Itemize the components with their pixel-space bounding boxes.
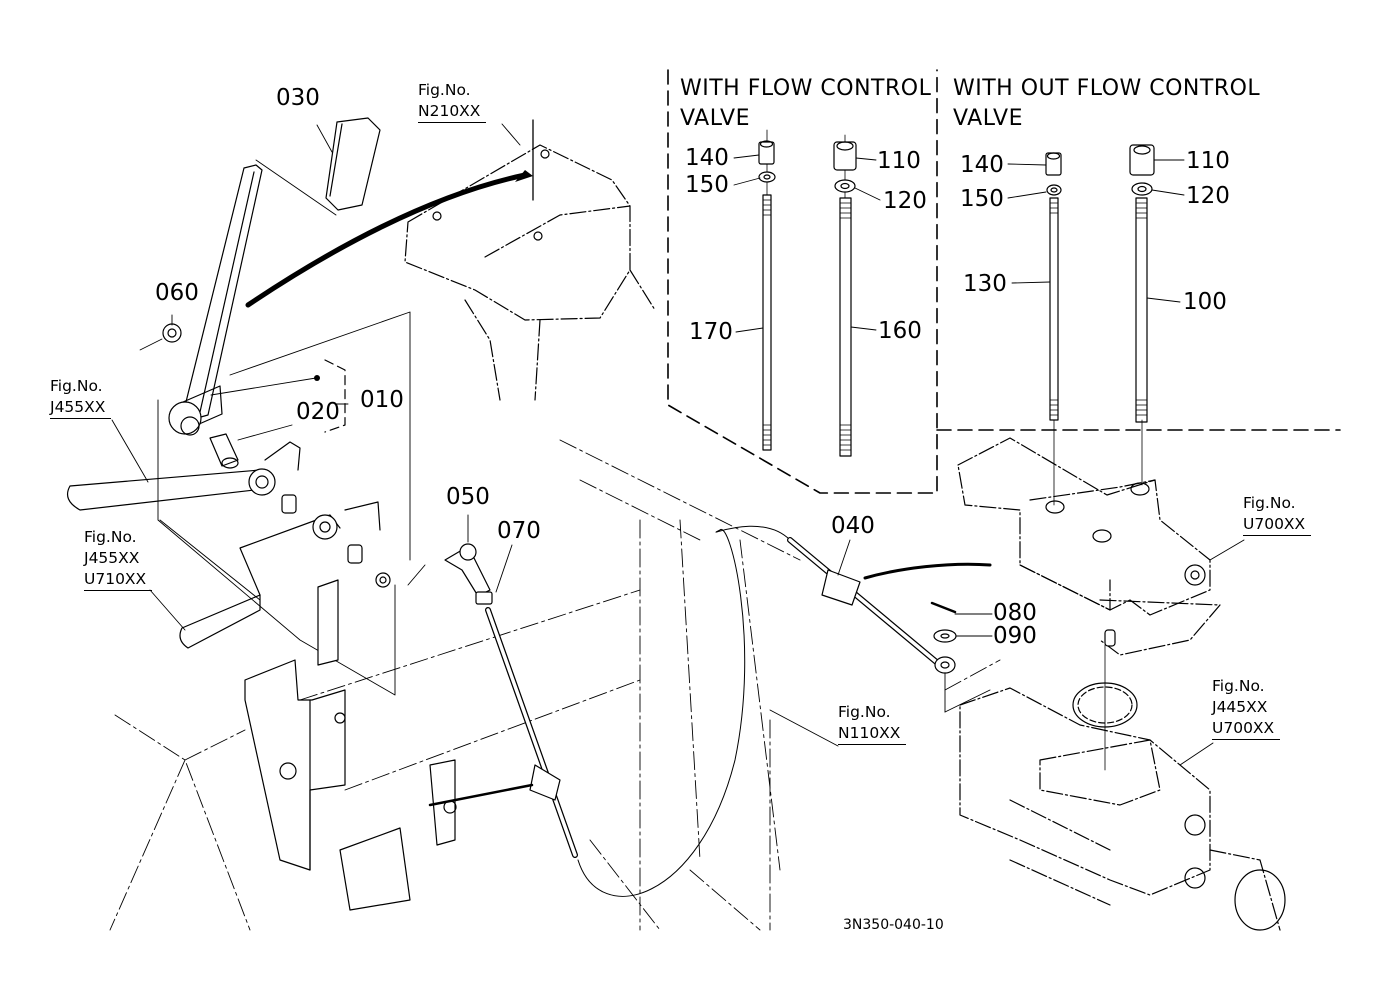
- figure-ref-caption: Fig.No.: [838, 703, 891, 721]
- part-label-010[interactable]: 010: [360, 387, 404, 413]
- figure-ref-caption: Fig.No.: [50, 377, 103, 395]
- leader-lines-bolts: [734, 155, 1184, 332]
- bushing-020: [210, 434, 238, 468]
- part-label-110-with-flow[interactable]: 110: [877, 148, 921, 174]
- part-label-110-without-flow[interactable]: 110: [1186, 148, 1230, 174]
- figure-ref-u700[interactable]: Fig.No. U700XX: [1243, 493, 1312, 536]
- pedal-arm-j455: [68, 442, 300, 510]
- frame-background-lines: [110, 440, 1000, 930]
- cotter-pin-080: [932, 603, 955, 612]
- knob-030: [326, 118, 380, 210]
- washer-090: [934, 630, 956, 642]
- washer-150-wo: [1047, 185, 1061, 195]
- part-label-170[interactable]: 170: [689, 319, 733, 345]
- part-label-140-without-flow[interactable]: 140: [960, 152, 1004, 178]
- figure-ref-code[interactable]: U710XX: [84, 569, 153, 591]
- shift-lever-010: [169, 165, 262, 435]
- nut-140-wo: [1046, 153, 1061, 175]
- figure-ref-n210[interactable]: Fig.No. N210XX: [418, 80, 487, 123]
- valve-block-j445: [960, 688, 1280, 930]
- part-label-040[interactable]: 040: [831, 513, 875, 539]
- cable-motion-arrow: [865, 564, 990, 578]
- figure-ref-j455[interactable]: Fig.No. J455XX: [50, 376, 112, 419]
- part-label-070[interactable]: 070: [497, 518, 541, 544]
- group-bracket-010: [325, 360, 345, 432]
- figure-ref-code[interactable]: U700XX: [1212, 718, 1281, 740]
- part-label-130[interactable]: 130: [963, 271, 1007, 297]
- nut-110-wf: [834, 142, 856, 170]
- part-label-150-with-flow[interactable]: 150: [685, 172, 729, 198]
- figure-ref-code[interactable]: J455XX: [50, 397, 112, 419]
- part-label-150-without-flow[interactable]: 150: [960, 186, 1004, 212]
- nut-140-wf: [759, 141, 774, 164]
- part-label-100[interactable]: 100: [1183, 289, 1227, 315]
- nut-070: [476, 592, 492, 604]
- motion-arrow-head: [515, 170, 533, 182]
- drawing-id: 3N350-040-10: [843, 917, 944, 933]
- bolt-130: [1050, 198, 1058, 420]
- figure-ref-code[interactable]: J445XX: [1212, 697, 1268, 716]
- valve-block-u700: [958, 438, 1220, 655]
- figure-ref-caption: Fig.No.: [84, 528, 137, 546]
- section-title-line1: WITH FLOW CONTROL: [680, 76, 932, 101]
- section-title-line1: WITH OUT FLOW CONTROL: [953, 76, 1261, 101]
- section-frame-with-flow-control: [668, 70, 937, 493]
- part-label-050[interactable]: 050: [446, 484, 490, 510]
- section-title-without-flow-control: WITH OUT FLOW CONTROL VALVE: [953, 74, 1260, 134]
- part-label-160[interactable]: 160: [878, 318, 922, 344]
- cable-arrow: [430, 785, 532, 805]
- part-label-090[interactable]: 090: [993, 623, 1037, 649]
- figure-ref-code[interactable]: U700XX: [1243, 514, 1312, 536]
- figure-ref-j445-u700[interactable]: Fig.No. J445XX U700XX: [1212, 676, 1281, 740]
- section-title-line2: VALVE: [953, 106, 1023, 131]
- section-title-with-flow-control: WITH FLOW CONTROL VALVE: [680, 74, 931, 134]
- small-bushings: [282, 495, 390, 587]
- bolt-170: [763, 195, 771, 450]
- part-label-140-with-flow[interactable]: 140: [685, 145, 729, 171]
- part-label-030[interactable]: 030: [276, 85, 320, 111]
- motion-arrow-lever: [248, 175, 525, 305]
- figure-ref-code[interactable]: N110XX: [838, 723, 907, 745]
- leader-lines-figrefs: [112, 124, 1244, 765]
- figure-ref-caption: Fig.No.: [1243, 494, 1296, 512]
- figure-ref-caption: Fig.No.: [418, 81, 471, 99]
- figure-ref-code[interactable]: N210XX: [418, 101, 487, 123]
- part-label-060[interactable]: 060: [155, 280, 199, 306]
- console-n210: [405, 145, 655, 400]
- figure-ref-j455-u710[interactable]: Fig.No. J455XX U710XX: [84, 527, 153, 591]
- figure-ref-code[interactable]: J455XX: [84, 548, 140, 567]
- nut-110-wo: [1130, 145, 1154, 175]
- leader-lines-cable: [468, 515, 992, 712]
- part-label-120-without-flow[interactable]: 120: [1186, 183, 1230, 209]
- part-label-080[interactable]: 080: [993, 600, 1037, 626]
- group-bracket-dot: [314, 375, 320, 381]
- pedal-arm-u710: [180, 502, 380, 648]
- bolt-160: [840, 198, 851, 456]
- washer-120-wo: [1132, 183, 1152, 195]
- washer-120-wf: [835, 180, 855, 192]
- part-label-120-with-flow[interactable]: 120: [883, 188, 927, 214]
- assembly-reference-lines: [158, 312, 425, 695]
- nut-060: [140, 324, 181, 350]
- bolt-100: [1136, 198, 1147, 422]
- figure-ref-caption: Fig.No.: [1212, 677, 1265, 695]
- ball-joint-050: [445, 544, 490, 596]
- control-cable: [488, 526, 955, 896]
- figure-ref-n110[interactable]: Fig.No. N110XX: [838, 702, 907, 745]
- lever-bracket: [245, 580, 456, 910]
- section-title-line2: VALVE: [680, 106, 750, 131]
- washer-150-wf: [759, 172, 775, 182]
- lever-knob-guide: [256, 160, 336, 215]
- part-label-020[interactable]: 020: [296, 399, 340, 425]
